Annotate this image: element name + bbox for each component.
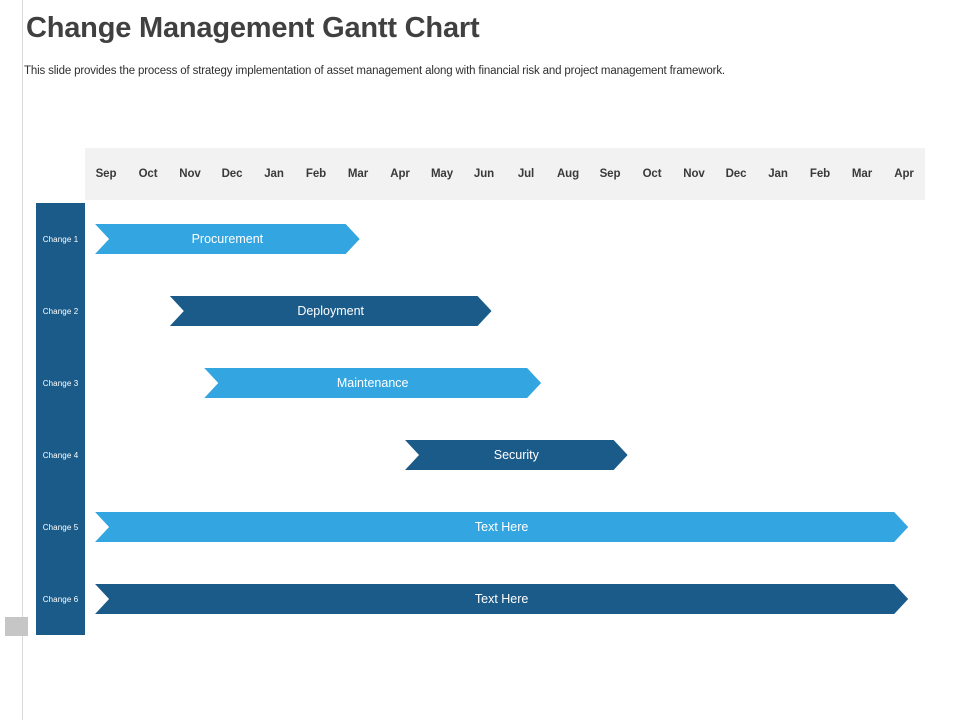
change-row-label: Change 2: [42, 306, 79, 316]
change-row-label: Change 3: [42, 378, 79, 388]
gantt-bar[interactable]: Procurement: [95, 224, 360, 254]
month-header-cell: Mar: [347, 168, 369, 180]
month-header-cell: Oct: [138, 168, 158, 180]
month-header-cell: Feb: [809, 168, 831, 180]
month-header-cell: Nov: [179, 168, 201, 180]
month-header-cell: Nov: [683, 168, 705, 180]
month-header-cell: Feb: [305, 168, 327, 180]
change-row-label: Change 1: [42, 234, 79, 244]
gantt-bar-label: Deployment: [297, 304, 365, 318]
month-header-cell: Jul: [517, 168, 535, 180]
page-subtitle: This slide provides the process of strat…: [24, 65, 725, 77]
gantt-bar-label: Text Here: [474, 592, 529, 606]
page-title: Change Management Gantt Chart: [26, 12, 480, 44]
change-label-column: Change 1 Change 2 Change 3 Change 4 Change 5…: [36, 203, 85, 635]
month-header-cell: Jan: [264, 168, 284, 180]
change-row-label: Change 5: [42, 522, 79, 532]
gantt-row: Procurement: [0, 203, 960, 275]
gantt-bar-label: Security: [493, 448, 539, 462]
month-header-cell: Sep: [95, 168, 117, 180]
month-header-cell: May: [430, 168, 454, 180]
gantt-bar-label: Maintenance: [336, 376, 409, 390]
gantt-bar[interactable]: Maintenance: [204, 368, 541, 398]
gantt-bar[interactable]: Text Here: [95, 584, 908, 614]
month-header-cell: Sep: [599, 168, 621, 180]
left-gutter-rule: [22, 0, 23, 720]
month-header-cell: Aug: [556, 168, 580, 180]
gantt-row: Security: [0, 419, 960, 491]
gantt-row: Text Here: [0, 491, 960, 563]
gantt-bar-label: Text Here: [474, 520, 529, 534]
month-header-row: Sep Oct Nov Dec Jan Feb Mar Apr May Jun Jul Aug Sep O…: [85, 148, 925, 200]
month-header-cell: Apr: [390, 168, 410, 180]
gantt-bar[interactable]: Text Here: [95, 512, 908, 542]
gantt-bar[interactable]: Deployment: [170, 296, 492, 326]
month-header-cell: Jan: [768, 168, 788, 180]
gantt-row: Deployment: [0, 275, 960, 347]
month-header-cell: Apr: [894, 168, 914, 180]
gantt-bar-label: Procurement: [191, 232, 264, 246]
corner-placeholder-block: [5, 617, 28, 636]
gantt-row: Text Here: [0, 563, 960, 635]
change-row-label: Change 4: [42, 450, 79, 460]
month-header-cell: Dec: [725, 168, 747, 180]
month-header-cell: Jun: [473, 168, 495, 180]
gantt-bar[interactable]: Security: [405, 440, 628, 470]
month-header-cell: Oct: [642, 168, 662, 180]
month-header-cell: Mar: [851, 168, 873, 180]
month-header-cell: Dec: [221, 168, 243, 180]
gantt-row: Maintenance: [0, 347, 960, 419]
change-row-label: Change 6: [42, 594, 79, 604]
